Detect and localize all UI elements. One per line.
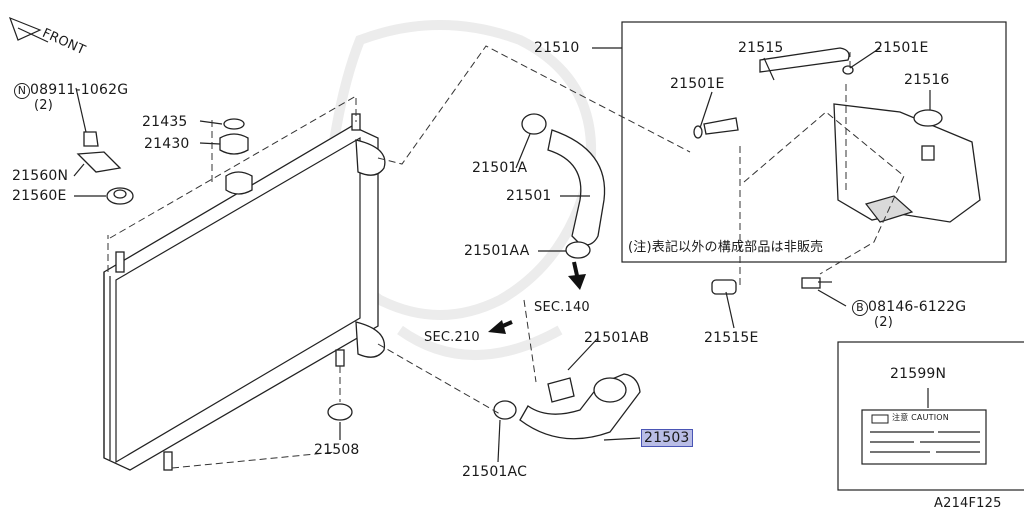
caution-tag-text: 注意 CAUTION — [892, 413, 949, 422]
caution-label-box — [837, 341, 1024, 491]
part-21515E: 21515E — [704, 330, 759, 346]
sec-210-label: SEC.210 — [424, 330, 480, 345]
note-japanese: (注)表記以外の構成部品は非販売 — [628, 240, 824, 255]
part-21501: 21501 — [506, 188, 552, 204]
part-21560N: 21560N — [12, 168, 69, 184]
sec-140-label: SEC.140 — [534, 300, 590, 315]
part-21516: 21516 — [904, 72, 950, 88]
part-08911-qty: (2) — [34, 98, 54, 113]
reservoir — [693, 47, 981, 223]
circle-n-icon: N — [14, 83, 30, 99]
part-08911-1062G: 08911-1062G — [30, 82, 129, 98]
leader-lines — [73, 47, 931, 463]
part-21430: 21430 — [144, 136, 190, 152]
lower-hose — [493, 373, 641, 440]
part-21560E: 21560E — [12, 188, 67, 204]
bracket — [76, 131, 134, 205]
sec-140-arrow-icon — [568, 261, 586, 290]
part-21508: 21508 — [314, 442, 360, 458]
part-21501A: 21501A — [472, 160, 528, 176]
radiator-cap — [219, 118, 253, 195]
part-21501AC: 21501AC — [462, 464, 528, 480]
part-21599N: 21599N — [890, 366, 947, 382]
part-21435: 21435 — [142, 114, 188, 130]
circle-b-icon: B — [852, 300, 868, 316]
diagram-id: A214F125 — [934, 496, 1002, 511]
part-21501E-right: 21501E — [874, 40, 929, 56]
part-21503-highlighted[interactable]: 21503 — [641, 429, 693, 447]
part-21510: 21510 — [534, 40, 580, 56]
hose-clamps — [711, 277, 832, 295]
part-08146-6122G: 08146-6122G — [868, 299, 967, 315]
caution-tag — [861, 409, 987, 465]
reservoir-inset-box — [621, 21, 1007, 263]
bushing-21508 — [327, 403, 353, 421]
part-21501AA: 21501AA — [464, 243, 530, 259]
upper-hose — [521, 113, 606, 259]
part-21515: 21515 — [738, 40, 784, 56]
part-21501E-left: 21501E — [670, 76, 725, 92]
part-21501AB: 21501AB — [584, 330, 650, 346]
part-08146-qty: (2) — [874, 315, 894, 330]
dashed-lines — [107, 45, 905, 469]
sec-210-arrow-icon — [488, 320, 513, 334]
front-arrow-icon — [8, 16, 49, 43]
